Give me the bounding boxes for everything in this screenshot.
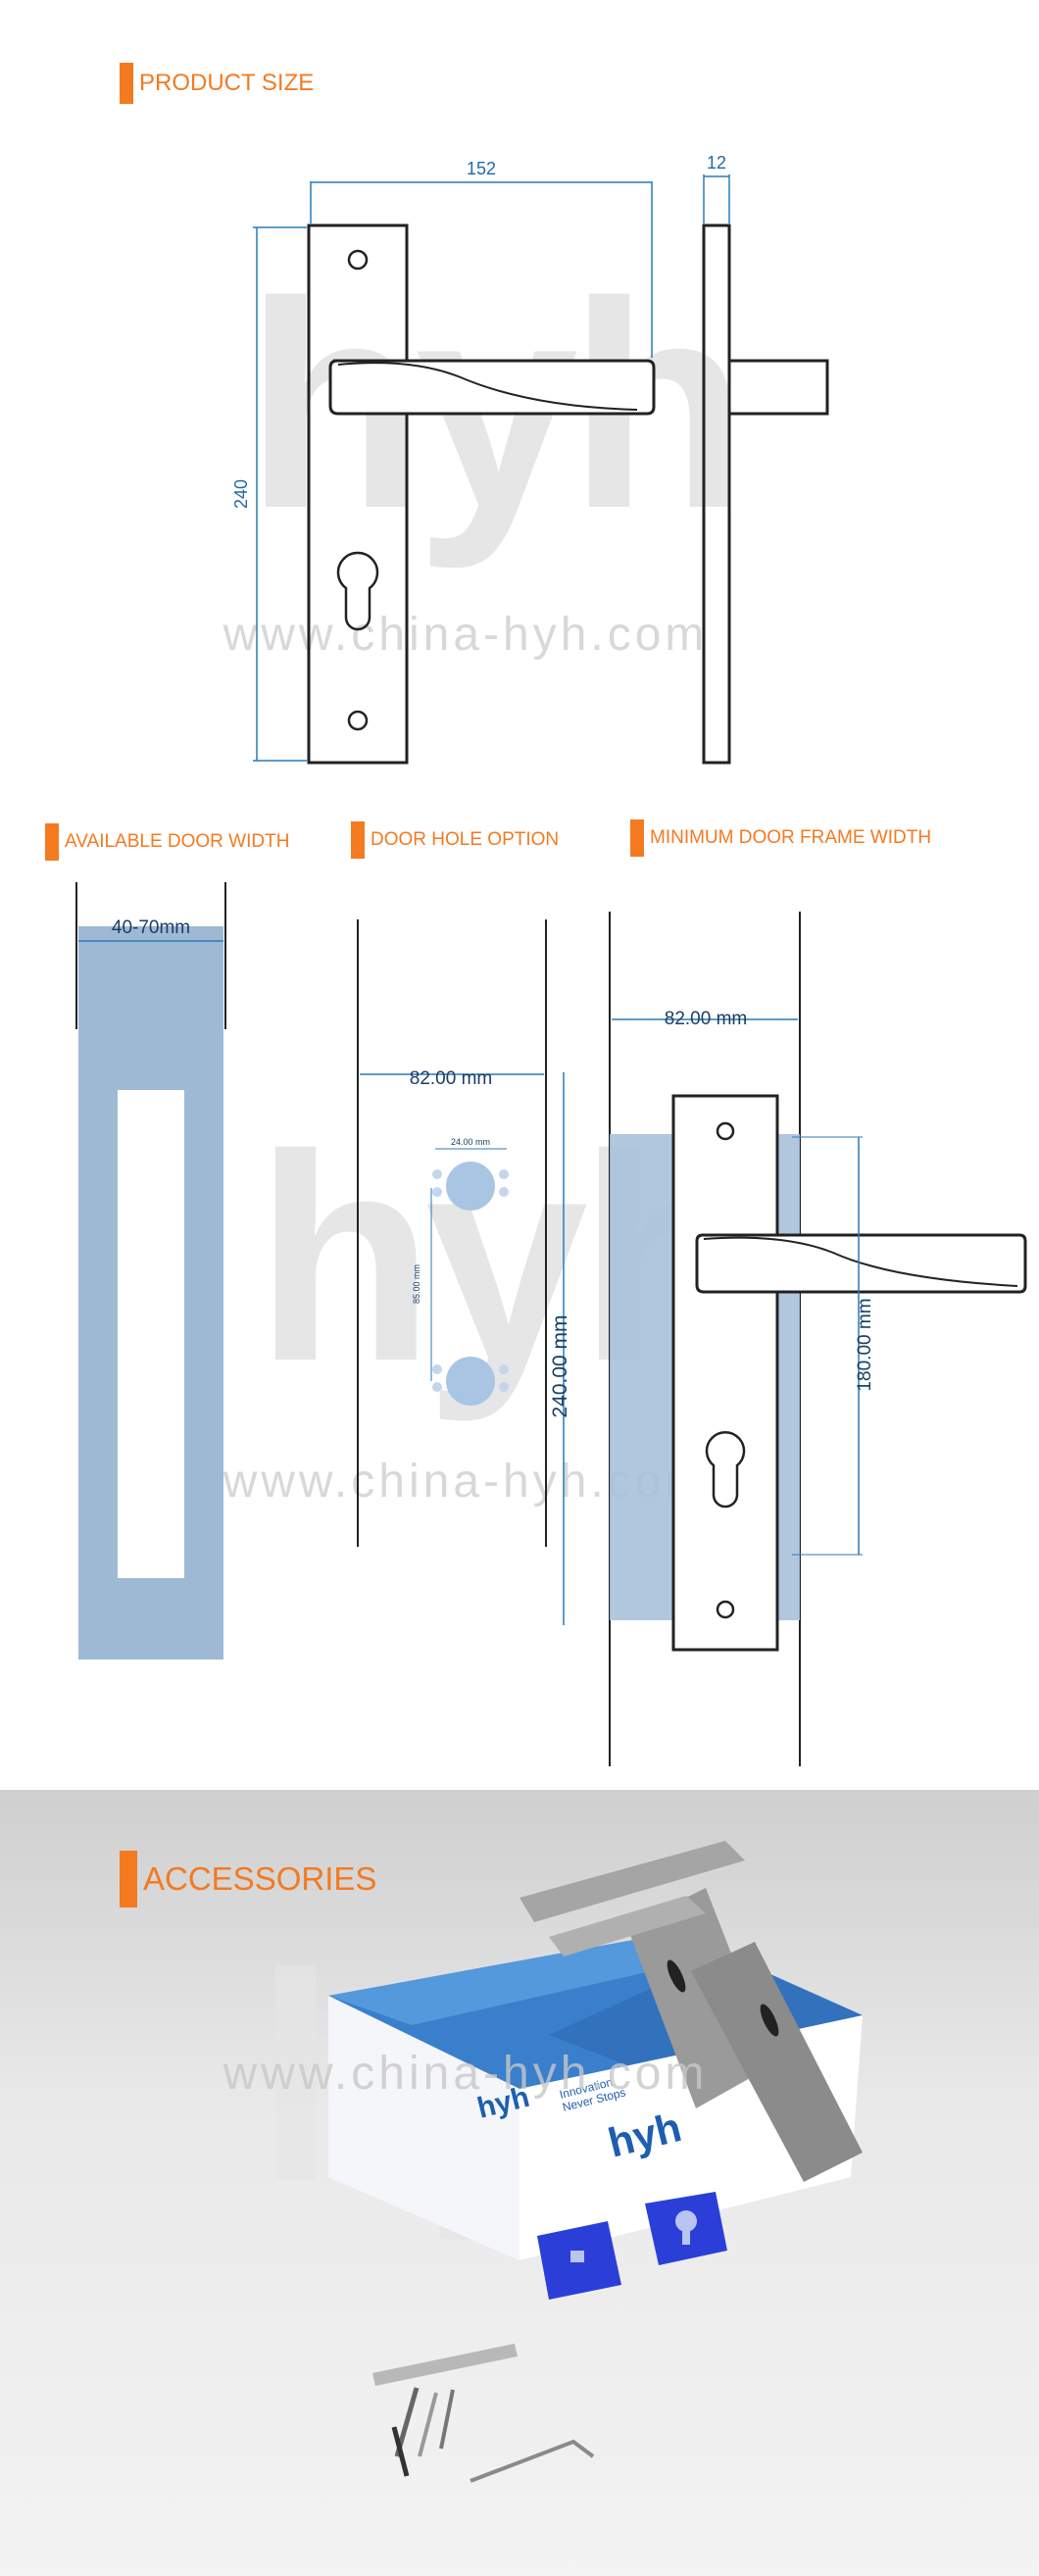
spindle-hole-bottom (446, 1357, 495, 1406)
section-title-minimum-door-frame-width: MINIMUM DOOR FRAME WIDTH (630, 819, 931, 857)
hole-spacing-label: 85.00 mm (412, 1264, 421, 1304)
title-accent-bar (351, 821, 365, 859)
box-front (328, 1996, 520, 2260)
door-width-label: 40-70mm (112, 917, 190, 938)
frame-width-label: 82.00 mm (665, 1009, 747, 1029)
screw-hole-top (347, 249, 369, 271)
side-plate (702, 223, 731, 765)
title-accent-bar (630, 819, 644, 857)
dim-thickness-label: 12 (707, 153, 726, 173)
section-title-text: MINIMUM DOOR FRAME WIDTH (650, 827, 932, 848)
lever-twist (337, 362, 638, 411)
section-title-text: PRODUCT SIZE (139, 70, 315, 96)
hole-diameter-label: 24.00 mm (451, 1137, 490, 1147)
hole-backset-label: 82.00 mm (410, 1068, 492, 1089)
section-title-accessories: ACCESSORIES (120, 1851, 376, 1907)
product-size-drawing: 152 12 240 (231, 153, 829, 765)
handle-lever-2 (549, 1896, 706, 1957)
plate-height-label: 240.00 mm (549, 1314, 571, 1417)
lever-handle (328, 359, 656, 416)
watermark-url: www.china-hyh.com (223, 609, 709, 661)
front-plate (307, 223, 409, 765)
center-distance-label: 180.00 mm (855, 1298, 875, 1391)
title-accent-bar (120, 63, 133, 104)
screw-2 (418, 2392, 438, 2457)
title-accent-bar (45, 823, 59, 861)
frame-plate (671, 1094, 779, 1652)
accessories-section: ACCESSORIES hyh hyh Innovation Never Sto… (0, 1790, 1039, 2576)
hex-key (470, 2439, 595, 2483)
watermark-url: www.china-hyh.com (223, 2048, 709, 2100)
dim-width-label: 152 (467, 159, 496, 178)
section-title-door-hole-option: DOOR HOLE OPTION (351, 821, 559, 859)
handle-lever-1 (520, 1841, 745, 1922)
handle-plate-2 (691, 1942, 863, 2182)
side-lever (727, 359, 829, 416)
section-title-text: ACCESSORIES (143, 1860, 377, 1897)
frame-keyhole (705, 1431, 746, 1509)
title-accent-bar (120, 1851, 137, 1907)
section-title-text: AVAILABLE DOOR WIDTH (65, 831, 290, 852)
screw-hole-bottom (347, 710, 369, 731)
keyhole (336, 551, 379, 631)
section-title-text: DOOR HOLE OPTION (371, 829, 560, 850)
section-title-available-door-width: AVAILABLE DOOR WIDTH (45, 823, 289, 861)
section-title-product-size: PRODUCT SIZE (120, 63, 314, 104)
screw-4 (391, 2426, 410, 2477)
spindle (372, 2344, 518, 2386)
dim-height-label: 240 (231, 479, 251, 509)
accessories-illustration: hyh Innovation Never Stops hyh (328, 1841, 863, 2483)
door-cutout (118, 1090, 184, 1578)
spindle-hole-top (446, 1162, 495, 1211)
screw-3 (439, 2389, 455, 2450)
door-diagrams: 40-70mm 82.00 mm 24.00 mm 85.00 mm 240.0… (75, 882, 1027, 1766)
